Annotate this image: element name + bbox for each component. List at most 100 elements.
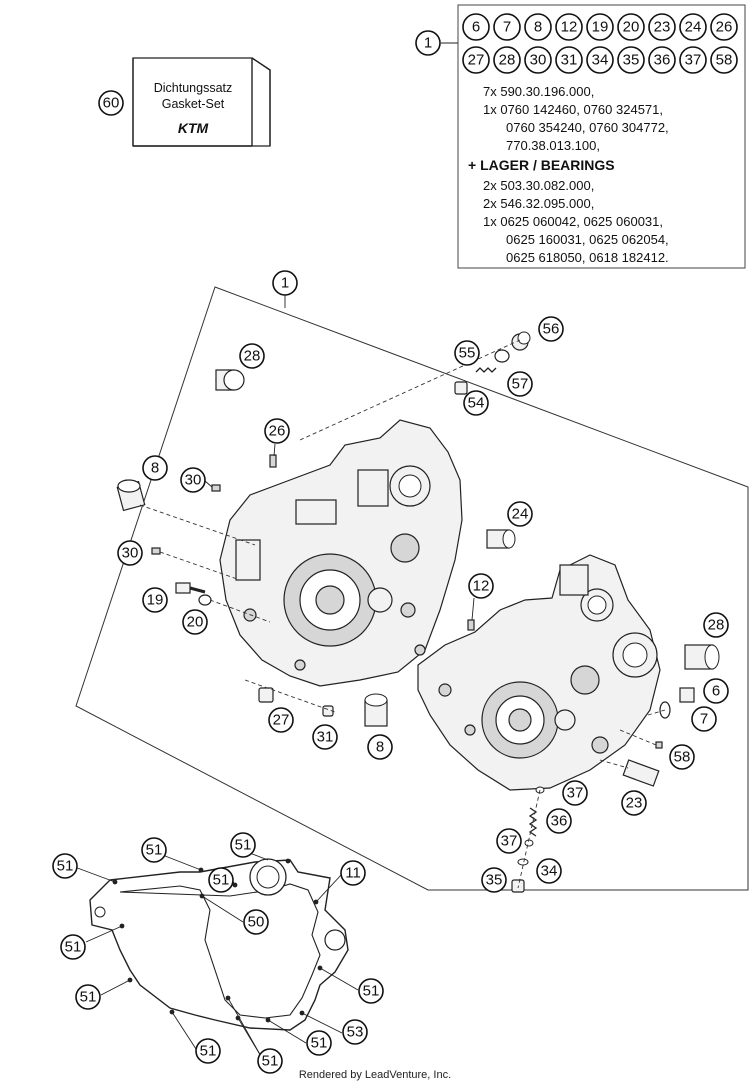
callout-51-h[interactable]: 51 [306,1030,332,1056]
included-ref-37-16[interactable]: 37 [679,46,707,74]
callout-57[interactable]: 57 [507,371,533,397]
included-ref-31-12[interactable]: 31 [555,46,583,74]
included-ref-7-1[interactable]: 7 [493,13,521,41]
included-ref-30-11[interactable]: 30 [524,46,552,74]
washer-57 [494,349,510,363]
included-ref-26-8[interactable]: 26 [710,13,738,41]
callout-20[interactable]: 20 [182,609,208,635]
callout-1-box[interactable]: 1 [415,30,441,56]
dowel-27 [258,687,274,703]
svg-text:28: 28 [708,617,725,634]
callout-26[interactable]: 26 [264,418,290,444]
footer-credit: Rendered by LeadVenture, Inc. [299,1069,451,1081]
included-ref-circle [710,13,738,41]
included-ref-23-6[interactable]: 23 [648,13,676,41]
included-ref-19-4[interactable]: 19 [586,13,614,41]
callout-11[interactable]: 11 [340,860,366,886]
screw-12 [467,619,475,631]
included-ref-label: 34 [592,52,609,69]
svg-text:56: 56 [543,321,560,338]
callout-30-left[interactable]: 30 [117,540,143,566]
callout-12[interactable]: 12 [468,573,494,599]
callout-35[interactable]: 35 [481,867,507,893]
info-line-4: 770.38.013.100, [506,138,600,153]
callout-51-i[interactable]: 51 [195,1038,221,1064]
included-ref-27-9[interactable]: 27 [462,46,490,74]
svg-text:36: 36 [551,813,568,830]
callout-27[interactable]: 27 [268,707,294,733]
included-ref-circle [493,13,521,41]
included-ref-58-17[interactable]: 58 [710,46,738,74]
callout-36[interactable]: 36 [546,808,572,834]
callout-51-a[interactable]: 51 [52,853,78,879]
callout-50[interactable]: 50 [243,909,269,935]
included-ref-label: 24 [685,19,702,36]
bearing-line-2: 2x 546.32.095.000, [483,196,594,211]
callout-24[interactable]: 24 [507,501,533,527]
svg-text:37: 37 [567,785,584,802]
callout-8-right[interactable]: 8 [367,734,393,760]
plug-56 [511,331,531,351]
callout-51-e[interactable]: 51 [60,934,86,960]
svg-text:27: 27 [273,712,290,729]
included-ref-label: 6 [472,19,480,36]
info-line-1: 7x 590.30.196.000, [483,84,594,99]
info-line-2: 1x 0760 142460, 0760 324571, [483,102,663,117]
included-ref-label: 7 [503,19,511,36]
callout-51-g[interactable]: 51 [358,978,384,1004]
included-ref-12-3[interactable]: 12 [555,13,583,41]
included-ref-35-14[interactable]: 35 [617,46,645,74]
callout-51-b[interactable]: 51 [141,837,167,863]
included-ref-label: 58 [716,52,733,69]
callout-34[interactable]: 34 [536,858,562,884]
included-ref-label: 37 [685,52,702,69]
callout-1-assembly[interactable]: 1 [272,270,298,296]
bush-28-right [684,644,720,670]
svg-text:58: 58 [674,749,691,766]
callout-51-c[interactable]: 51 [230,832,256,858]
included-ref-8-2[interactable]: 8 [524,13,552,41]
included-ref-36-15[interactable]: 36 [648,46,676,74]
callout-19[interactable]: 19 [142,587,168,613]
bearing-line-3: 1x 0625 060042, 0625 060031, [483,214,663,229]
included-ref-20-5[interactable]: 20 [617,13,645,41]
callout-54[interactable]: 54 [463,390,489,416]
callout-58[interactable]: 58 [669,744,695,770]
callout-6[interactable]: 6 [703,678,729,704]
included-ref-label: 31 [561,52,578,69]
callout-60[interactable]: 60 [98,90,124,116]
svg-text:1: 1 [281,275,289,292]
svg-text:1: 1 [424,35,432,52]
callout-30-top[interactable]: 30 [180,467,206,493]
included-ref-24-7[interactable]: 24 [679,13,707,41]
callout-53[interactable]: 53 [342,1019,368,1045]
included-ref-28-10[interactable]: 28 [493,46,521,74]
included-ref-6-0[interactable]: 6 [462,13,490,41]
svg-text:20: 20 [187,614,204,631]
svg-text:30: 30 [122,545,139,562]
svg-text:37: 37 [501,833,518,850]
included-ref-circle [648,46,676,74]
callout-51-f[interactable]: 51 [75,984,101,1010]
callout-55[interactable]: 55 [454,340,480,366]
callout-28-right[interactable]: 28 [703,612,729,638]
included-ref-circle [462,46,490,74]
included-ref-circle [493,46,521,74]
svg-text:51: 51 [311,1035,328,1052]
included-ref-34-13[interactable]: 34 [586,46,614,74]
callout-23[interactable]: 23 [621,790,647,816]
callout-51-d[interactable]: 51 [208,867,234,893]
callout-31[interactable]: 31 [312,724,338,750]
brand-logo: KTM [178,120,209,136]
callout-51-j[interactable]: 51 [257,1048,283,1074]
callout-8-left[interactable]: 8 [142,455,168,481]
included-ref-label: 19 [592,19,609,36]
callout-7[interactable]: 7 [691,706,717,732]
callout-28-left[interactable]: 28 [239,343,265,369]
svg-text:57: 57 [512,376,529,393]
callout-56[interactable]: 56 [538,316,564,342]
callout-37-upper[interactable]: 37 [562,780,588,806]
callout-37-lower[interactable]: 37 [496,828,522,854]
svg-text:6: 6 [712,683,720,700]
kit-label-de: Dichtungssatz [154,81,233,95]
